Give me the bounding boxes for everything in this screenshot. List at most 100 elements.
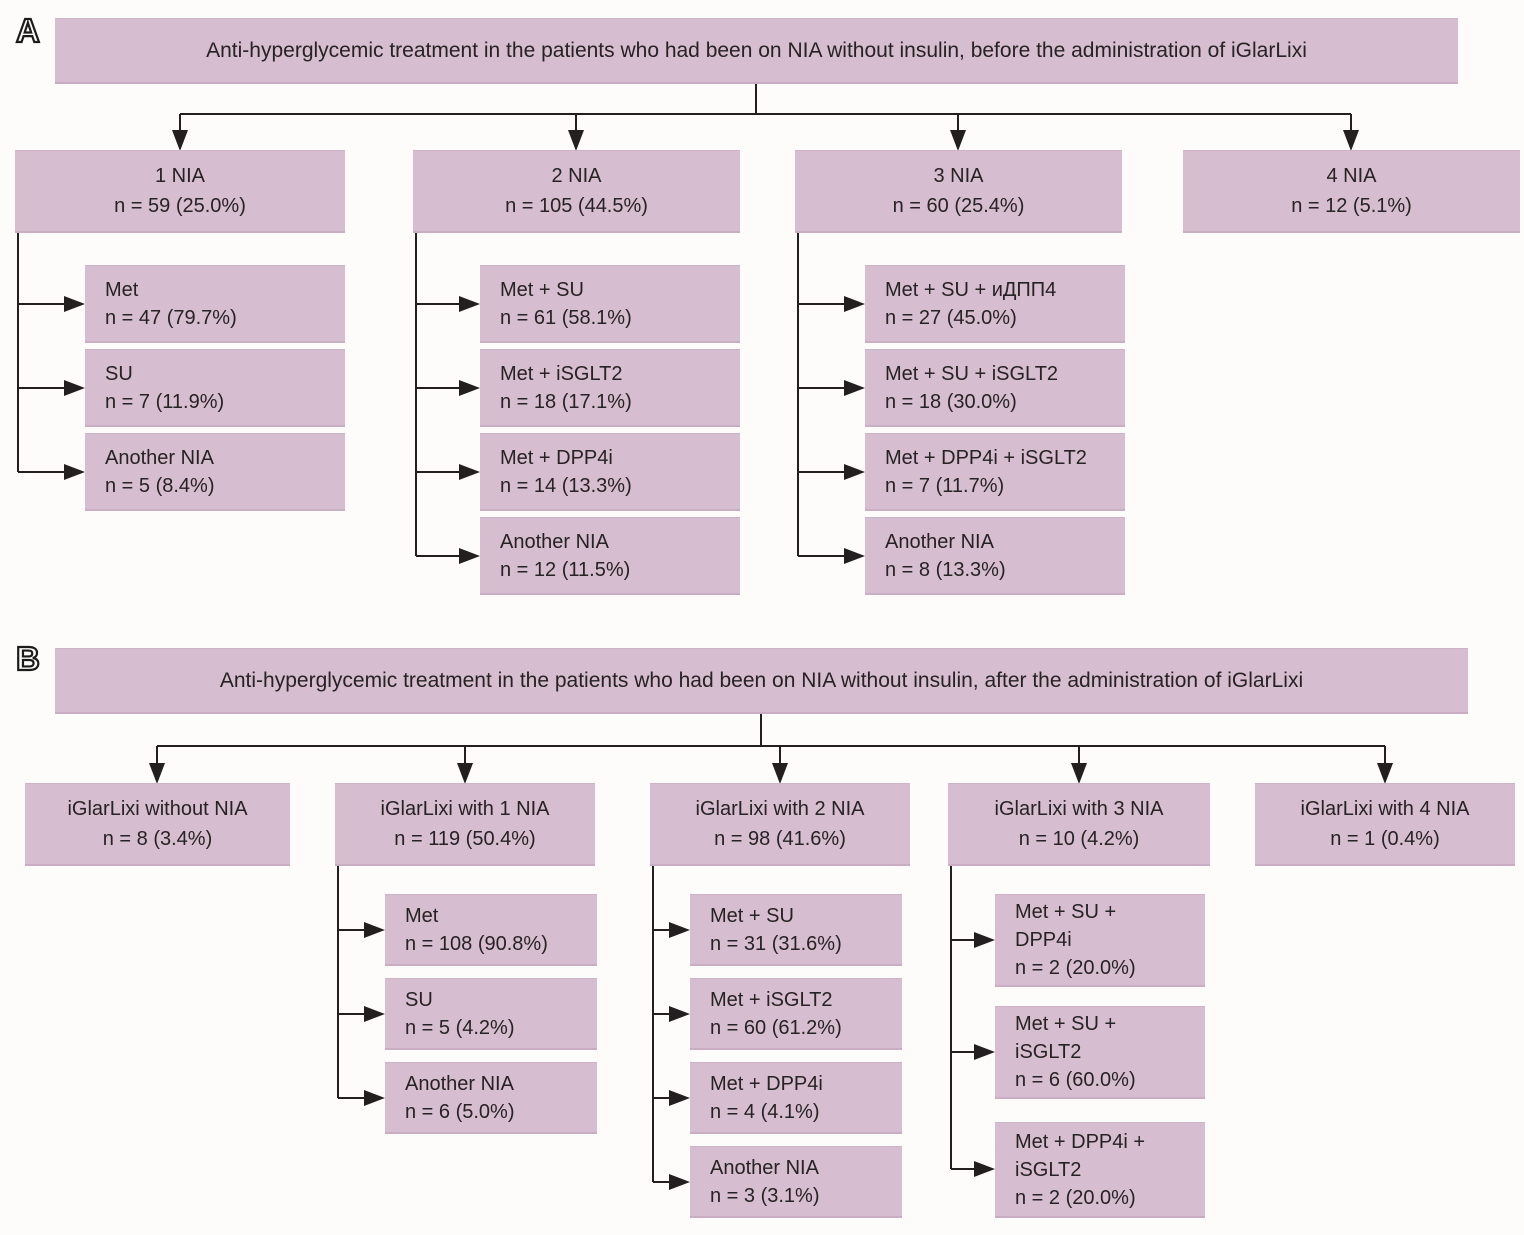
panel-b-title-box: Anti-hyperglycemic treatment in the pati… — [55, 648, 1468, 714]
node-count: n = 2 (20.0%) — [1015, 1186, 1136, 1209]
node-label: 3 NIA — [933, 165, 984, 187]
node-count: n = 7 (11.9%) — [105, 390, 225, 413]
node-b-without-nia: iGlarLixi without NIA n = 8 (3.4%) — [25, 783, 290, 866]
panel-a-lines — [17, 84, 1352, 557]
node-b-3nia-met-dpp4i-isglt2: Met + DPP4i + iSGLT2 n = 2 (20.0%) — [995, 1122, 1205, 1218]
node-count: n = 108 (90.8%) — [405, 932, 548, 955]
node-a-2nia-met-isglt2: Met + iSGLT2 n = 18 (17.1%) — [480, 349, 740, 427]
node-a-1nia-another: Another NIA n = 5 (8.4%) — [85, 433, 345, 511]
node-a-1nia-su: SU n = 7 (11.9%) — [85, 349, 345, 427]
node-label: Met + DPP4i — [500, 446, 613, 469]
node-count: n = 2 (20.0%) — [1015, 957, 1136, 979]
node-label: Another NIA — [885, 530, 994, 553]
node-b-2nia-met-dpp4i: Met + DPP4i n = 4 (4.1%) — [690, 1062, 902, 1134]
node-count: n = 18 (17.1%) — [500, 390, 632, 413]
node-label: Met + SU + DPP4i — [1015, 901, 1117, 951]
node-b-1nia-su: SU n = 5 (4.2%) — [385, 978, 597, 1050]
panel-b-lines — [156, 714, 1386, 1183]
node-b-1nia-met: Met n = 108 (90.8%) — [385, 894, 597, 966]
node-label: Met — [405, 904, 439, 927]
node-count: n = 6 (5.0%) — [405, 1100, 515, 1123]
node-count: n = 31 (31.6%) — [710, 932, 842, 955]
node-count: n = 12 (5.1%) — [1291, 195, 1412, 217]
node-label: Met + SU + иДПП4 — [885, 278, 1057, 301]
node-a-3nia-met-dpp4i-isglt2: Met + DPP4i + iSGLT2 n = 7 (11.7%) — [865, 433, 1125, 511]
node-label: Met + SU — [500, 278, 584, 301]
panel-b-title-text: Anti-hyperglycemic treatment in the pati… — [219, 668, 1304, 692]
node-b-with-2nia: iGlarLixi with 2 NIA n = 98 (41.6%) — [650, 783, 910, 866]
node-a-3nia-met-su-dpp4: Met + SU + иДПП4 n = 27 (45.0%) — [865, 265, 1125, 343]
node-b-3nia-met-su-dpp4i: Met + SU + DPP4i n = 2 (20.0%) — [995, 894, 1205, 987]
node-label: Met — [105, 278, 139, 301]
node-a-3nia-another: Another NIA n = 8 (13.3%) — [865, 517, 1125, 595]
node-label: SU — [405, 988, 433, 1011]
node-label: Another NIA — [405, 1072, 514, 1095]
node-b-with-1nia: iGlarLixi with 1 NIA n = 119 (50.4%) — [335, 783, 595, 866]
node-b-2nia-another: Another NIA n = 3 (3.1%) — [690, 1146, 902, 1218]
node-count: n = 6 (60.0%) — [1015, 1069, 1136, 1091]
panel-a-connectors — [17, 84, 1359, 564]
node-count: n = 47 (79.7%) — [105, 306, 237, 329]
node-a-3nia-met-su-isglt2: Met + SU + iSGLT2 n = 18 (30.0%) — [865, 349, 1125, 427]
node-label: Another NIA — [500, 530, 609, 553]
node-a-2nia-met-dpp4i: Met + DPP4i n = 14 (13.3%) — [480, 433, 740, 511]
node-count: n = 12 (11.5%) — [500, 558, 631, 581]
panel-a-arrowheads — [64, 130, 1359, 564]
node-label: iGlarLixi with 2 NIA — [695, 798, 865, 820]
node-label: Met + SU — [710, 904, 794, 927]
node-label: iGlarLixi with 3 NIA — [994, 798, 1164, 820]
panel-b-arrowheads — [149, 763, 1393, 1190]
node-label: Met + DPP4i + iSGLT2 — [1015, 1130, 1146, 1181]
node-b-2nia-met-su: Met + SU n = 31 (31.6%) — [690, 894, 902, 966]
node-label: iGlarLixi with 1 NIA — [380, 798, 550, 820]
node-count: n = 14 (13.3%) — [500, 474, 632, 497]
node-a-3nia: 3 NIA n = 60 (25.4%) — [795, 150, 1122, 233]
node-count: n = 5 (8.4%) — [105, 474, 215, 497]
node-label: Met + iSGLT2 — [710, 988, 833, 1011]
node-b-1nia-another: Another NIA n = 6 (5.0%) — [385, 1062, 597, 1134]
node-count: n = 27 (45.0%) — [885, 306, 1017, 329]
node-a-1nia-met: Met n = 47 (79.7%) — [85, 265, 345, 343]
panel-a-title-box: Anti-hyperglycemic treatment in the pati… — [55, 18, 1458, 84]
node-label: 4 NIA — [1326, 165, 1377, 187]
node-label: Another NIA — [105, 446, 214, 469]
node-a-2nia-another: Another NIA n = 12 (11.5%) — [480, 517, 740, 595]
node-count: n = 59 (25.0%) — [114, 195, 246, 217]
node-a-1nia: 1 NIA n = 59 (25.0%) — [15, 150, 345, 233]
node-label: Met + DPP4i — [710, 1072, 823, 1095]
node-label: iGlarLixi with 4 NIA — [1300, 798, 1470, 820]
node-count: n = 1 (0.4%) — [1330, 828, 1440, 850]
node-label: 2 NIA — [551, 165, 602, 187]
panel-b-label: B — [15, 639, 41, 678]
node-count: n = 119 (50.4%) — [394, 828, 536, 850]
node-a-2nia-met-su: Met + SU n = 61 (58.1%) — [480, 265, 740, 343]
node-label: 1 NIA — [154, 165, 206, 187]
node-label: iGlarLixi without NIA — [67, 798, 248, 820]
node-label: Met + SU + iSGLT2 — [1015, 1013, 1117, 1063]
node-a-2nia: 2 NIA n = 105 (44.5%) — [413, 150, 740, 233]
node-label: SU — [105, 362, 133, 385]
panel-b-connectors — [149, 714, 1393, 1190]
node-label: Met + DPP4i + iSGLT2 — [885, 446, 1087, 469]
node-count: n = 3 (3.1%) — [710, 1184, 820, 1207]
node-count: n = 8 (3.4%) — [102, 828, 213, 850]
node-count: n = 98 (41.6%) — [714, 828, 846, 850]
node-label: Another NIA — [710, 1156, 819, 1179]
node-b-2nia-met-isglt2: Met + iSGLT2 n = 60 (61.2%) — [690, 978, 902, 1050]
node-a-4nia: 4 NIA n = 12 (5.1%) — [1183, 150, 1520, 233]
node-count: n = 10 (4.2%) — [1018, 828, 1140, 850]
node-count: n = 105 (44.5%) — [505, 195, 648, 217]
node-label: Met + SU + iSGLT2 — [885, 362, 1059, 385]
panel-a-label: A — [15, 11, 41, 50]
node-count: n = 4 (4.1%) — [710, 1100, 820, 1123]
node-count: n = 7 (11.7%) — [885, 474, 1005, 497]
node-count: n = 5 (4.2%) — [405, 1016, 515, 1039]
node-count: n = 60 (25.4%) — [892, 195, 1025, 217]
node-count: n = 61 (58.1%) — [500, 306, 632, 329]
node-count: n = 60 (61.2%) — [710, 1016, 842, 1039]
node-count: n = 8 (13.3%) — [885, 558, 1006, 581]
panel-a-title-text: Anti-hyperglycemic treatment in the pati… — [206, 38, 1307, 62]
node-label: Met + iSGLT2 — [500, 362, 623, 385]
node-count: n = 18 (30.0%) — [885, 390, 1017, 413]
